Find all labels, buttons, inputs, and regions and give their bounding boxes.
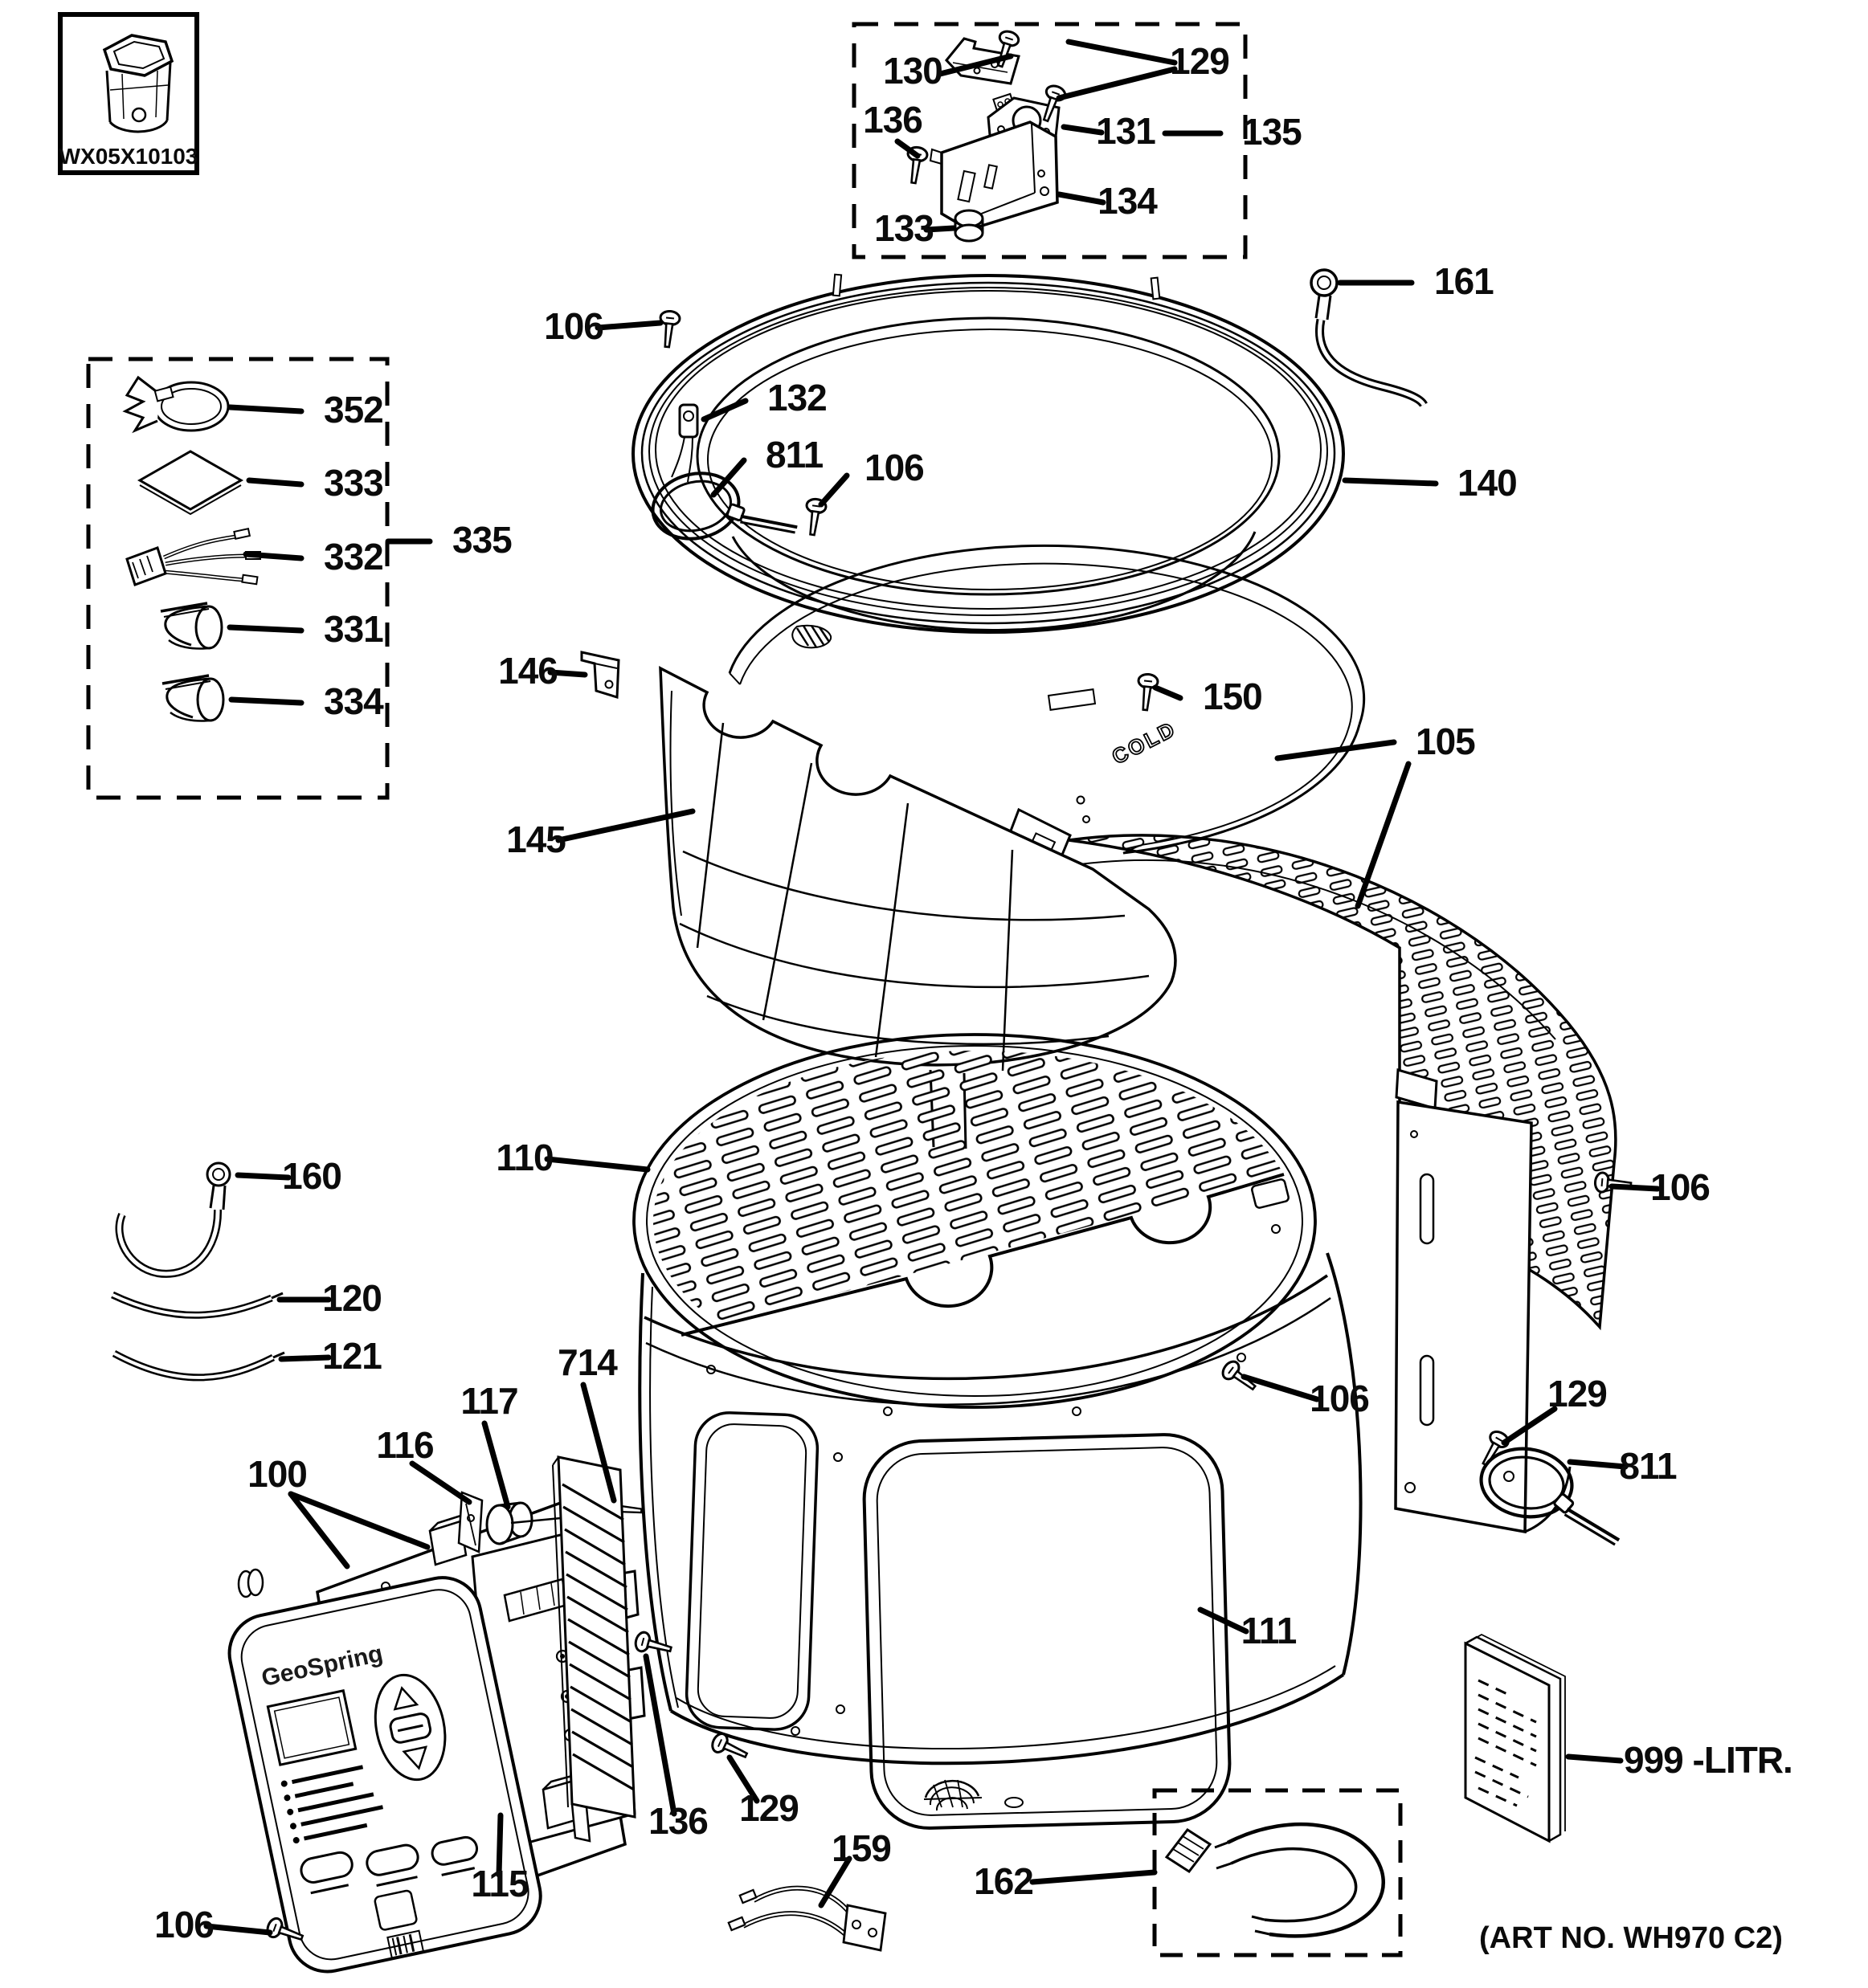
arrow-pad[interactable] — [366, 1668, 455, 1786]
wire-120 — [111, 1291, 284, 1319]
vent-grate-115 — [552, 1455, 636, 1843]
wire-121 — [112, 1350, 285, 1382]
grid-baffle-145 — [659, 666, 1177, 1149]
callout-106-ring-left: 106 — [544, 305, 603, 347]
mode-indicator-lines — [280, 1765, 384, 1844]
control-front-cover: GeoSpring — [227, 1576, 542, 1974]
callout-331: 331 — [324, 608, 383, 650]
up-arrow-icon[interactable] — [391, 1686, 419, 1711]
socket-tool-box: WX05X10103 — [58, 12, 199, 175]
callout-100: 100 — [247, 1453, 307, 1495]
callout-110: 110 — [496, 1137, 553, 1178]
knob-117[interactable] — [485, 1501, 533, 1545]
drain-valve — [923, 1779, 1024, 1811]
callout-130: 130 — [883, 50, 942, 92]
callout-332: 332 — [324, 536, 383, 578]
callout-132: 132 — [767, 377, 827, 418]
clip-146 — [580, 651, 620, 700]
bracket-116 — [457, 1491, 484, 1553]
callout-106-mid: 106 — [1310, 1378, 1369, 1419]
callout-160: 160 — [282, 1155, 341, 1197]
insulation-pad-333 — [137, 450, 244, 516]
callout-335: 335 — [452, 519, 512, 561]
service-kit-box-335 — [86, 357, 390, 800]
wire-nut — [1164, 1827, 1212, 1874]
wire-159 — [727, 1885, 887, 1952]
callout-116: 116 — [376, 1424, 433, 1466]
callout-131: 131 — [1096, 110, 1155, 152]
bottom-buttons[interactable] — [299, 1824, 480, 1904]
callout-115: 115 — [471, 1863, 529, 1904]
callout-117: 117 — [460, 1380, 517, 1422]
callout-labels: 130 129 136 131 135 134 133 106 132 811 … — [154, 40, 1793, 1945]
callout-145: 145 — [506, 818, 566, 860]
clip-331 — [159, 602, 223, 651]
socket-part-number: WX05X10103 — [59, 144, 198, 169]
thermostat-kit-box — [852, 22, 1248, 259]
flange-panel — [1394, 1068, 1572, 1534]
hose-161 — [1310, 268, 1428, 408]
leader-lines — [203, 39, 1661, 1936]
callout-135: 135 — [1242, 111, 1302, 153]
sensor-132 — [671, 403, 699, 483]
grommet — [237, 1568, 264, 1598]
callout-136-bottom: 136 — [648, 1800, 708, 1842]
down-arrow-icon[interactable] — [402, 1745, 430, 1770]
cold-marking: COLD — [1108, 716, 1180, 769]
vent-wrap-105 — [1068, 834, 1617, 1534]
callout-811-right: 811 — [1619, 1445, 1677, 1487]
display-screen — [266, 1689, 358, 1766]
barcode — [386, 1929, 425, 1959]
callout-133: 133 — [874, 207, 934, 249]
body-shroud-111 — [685, 1411, 1232, 1830]
bushing-133 — [954, 209, 984, 243]
literature-booklet-999 — [1464, 1633, 1566, 1843]
clip-334 — [161, 674, 225, 723]
callout-120: 120 — [322, 1277, 382, 1319]
wire-harness-332 — [125, 528, 261, 586]
housing-134 — [929, 120, 1059, 231]
clamp-ring-352 — [122, 375, 230, 434]
callout-140: 140 — [1457, 462, 1517, 504]
callout-162: 162 — [974, 1860, 1033, 1902]
callout-159: 159 — [832, 1827, 891, 1869]
top-ring-140 — [632, 273, 1345, 649]
callout-811-ring: 811 — [766, 434, 824, 476]
callout-129-bottom: 129 — [739, 1787, 799, 1829]
callout-129-right: 129 — [1547, 1373, 1607, 1414]
hex-socket-icon — [102, 34, 174, 133]
callout-121: 121 — [322, 1335, 382, 1377]
callout-106-ring-inner: 106 — [865, 447, 924, 488]
callout-146: 146 — [498, 650, 558, 692]
callout-129-top: 129 — [1170, 40, 1229, 82]
body-shell-110 — [632, 1033, 1363, 1766]
callout-999-litr: 999 -LITR. — [1624, 1739, 1792, 1781]
callout-352: 352 — [324, 389, 383, 431]
callout-134: 134 — [1098, 180, 1158, 222]
callout-136-top: 136 — [863, 99, 922, 141]
callout-150: 150 — [1203, 676, 1262, 717]
callout-333: 333 — [324, 462, 383, 504]
callout-105: 105 — [1416, 720, 1475, 762]
looped-wires — [1214, 1822, 1385, 1938]
screw-106-a — [656, 308, 682, 349]
callout-161: 161 — [1434, 260, 1494, 302]
callout-334: 334 — [324, 680, 384, 722]
wiring-kit-box-162 — [1152, 1788, 1403, 1957]
screw-150 — [1134, 672, 1160, 712]
callout-714: 714 — [558, 1341, 618, 1383]
callout-106-right: 106 — [1650, 1166, 1710, 1208]
callout-111: 111 — [1241, 1610, 1297, 1651]
hot-port-marking — [791, 624, 832, 649]
art-number: (ART NO. WH970 C2) — [1479, 1921, 1783, 1955]
hose-160 — [115, 1161, 231, 1278]
callout-106-bottom-left: 106 — [154, 1904, 214, 1945]
